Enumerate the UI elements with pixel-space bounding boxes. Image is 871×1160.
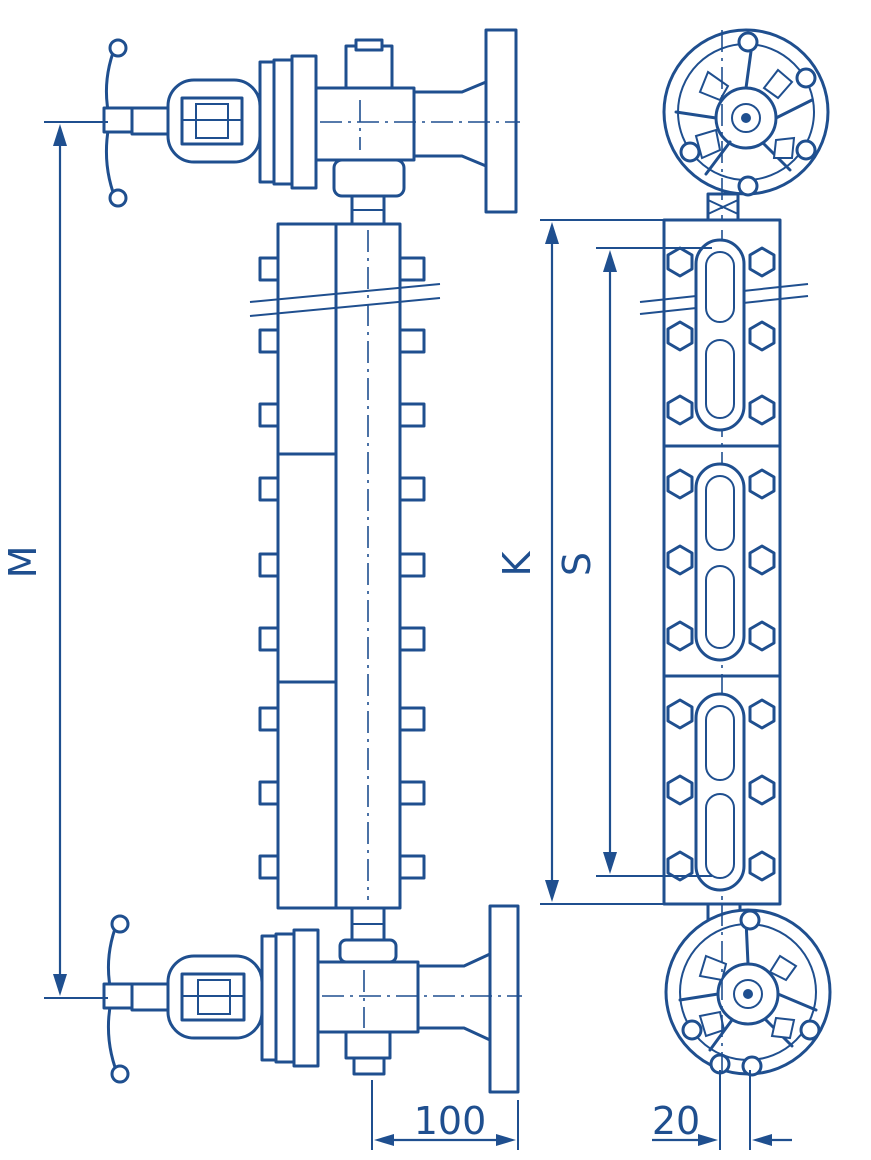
label-s: S: [555, 552, 599, 576]
dimension-100: [371, 1080, 519, 1150]
front-view: K S 20: [495, 28, 832, 1150]
sight-windows: [694, 238, 746, 892]
dimension-k: [540, 219, 664, 905]
label-k: K: [495, 550, 539, 576]
side-view: M 100: [1, 28, 522, 1150]
gauge-body-side: [249, 222, 441, 910]
dimension-s: [596, 247, 712, 877]
label-20: 20: [652, 1099, 700, 1143]
bottom-valve-side: [102, 904, 522, 1094]
dimension-20: [652, 1070, 792, 1150]
label-100: 100: [414, 1099, 487, 1143]
label-m: M: [1, 546, 45, 579]
top-valve-side: [102, 28, 520, 226]
bottom-handwheel-front: [664, 902, 832, 1080]
hex-bolts-front: [666, 246, 776, 882]
dimension-m: [44, 121, 108, 999]
bolts-right-side: [398, 256, 426, 880]
bolts-left-side: [258, 256, 280, 880]
top-handwheel-front: [662, 28, 830, 222]
